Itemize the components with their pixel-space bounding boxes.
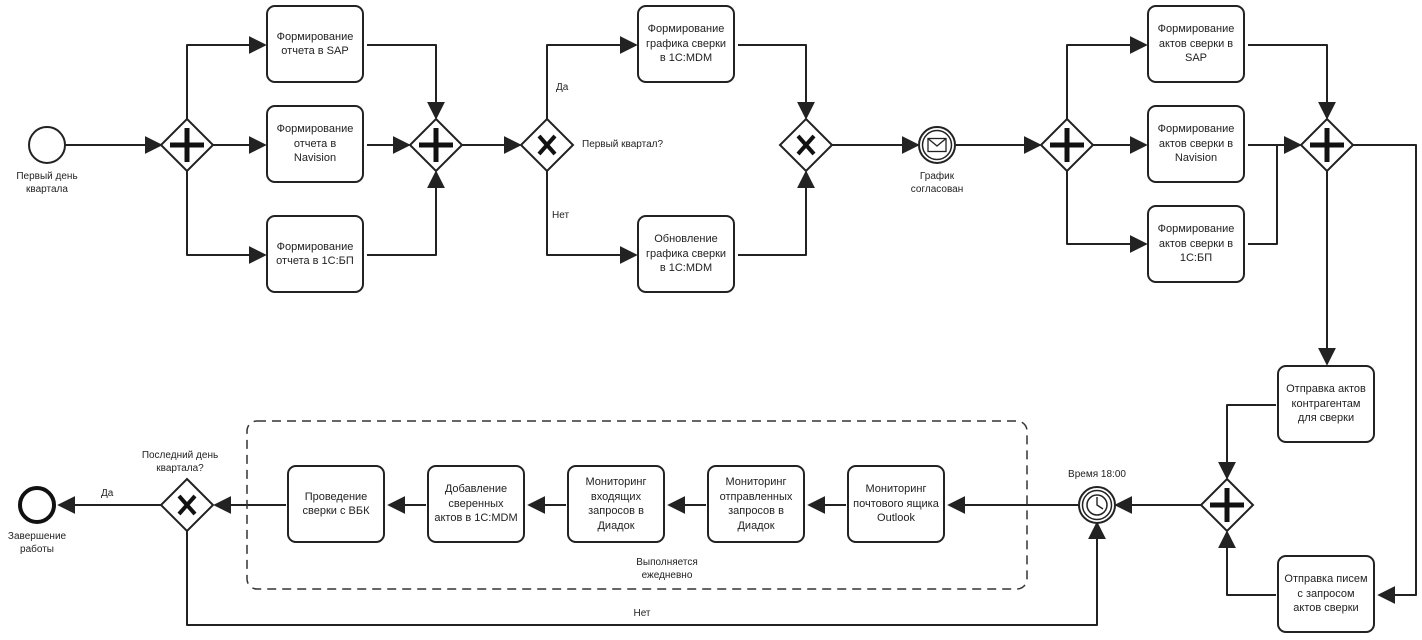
task-mdm-schedule-update[interactable]: Обновление графика сверки в 1С:MDM	[637, 215, 735, 293]
task-label: Мониторинг почтового ящика Outlook	[853, 483, 939, 525]
task-label: Формирование актов сверки в 1С:БП	[1157, 223, 1235, 265]
plus-icon	[1310, 128, 1344, 162]
timer-event-label: Время 18:00	[1068, 469, 1126, 480]
clock-icon	[1086, 494, 1108, 516]
plus-icon	[1050, 128, 1084, 162]
task-label: Формирование актов сверки в Navision	[1157, 123, 1235, 165]
task-acts-sap[interactable]: Формирование актов сверки в SAP	[1147, 5, 1245, 83]
flow-mdmform-to-merge	[738, 44, 815, 120]
flow-label-no-2: Нет	[633, 608, 651, 619]
task-label: Формирование отчета в Navision	[276, 123, 354, 165]
task-report-1c[interactable]: Формирование отчета в 1С:БП	[266, 215, 364, 293]
message-event-label: График согласован	[910, 171, 964, 195]
flow-acts-sap-to-join2	[1248, 44, 1336, 120]
task-send-acts[interactable]: Отправка актов контрагентам для сверки	[1277, 365, 1375, 443]
flow-split2-to-acts-sap	[1066, 36, 1148, 119]
flow-xor-yes	[546, 36, 638, 119]
flow-xor2-no	[186, 521, 1106, 626]
task-monitor-diadoc-incoming[interactable]: Мониторинг входящих запросов в Диадок	[567, 465, 665, 543]
flow-1c-to-join	[367, 170, 445, 256]
task-reconcile-vbk[interactable]: Проведение сверки с ВБК	[287, 465, 385, 543]
flow-sap-to-join	[367, 44, 445, 120]
task-label: Формирование актов сверки в SAP	[1157, 23, 1235, 65]
exclusive-gateway-last-day[interactable]	[159, 477, 215, 533]
task-label: Формирование отчета в SAP	[276, 30, 354, 58]
exclusive-merge-gateway[interactable]	[778, 117, 834, 173]
x-icon	[537, 134, 557, 156]
flow-acts-1c-to-join2	[1248, 136, 1302, 245]
message-event[interactable]	[918, 126, 956, 164]
timer-event[interactable]	[1078, 486, 1116, 524]
flow-send-letters-to-join3	[1218, 530, 1276, 596]
parallel-join-gateway-3[interactable]	[1199, 477, 1255, 533]
flow-mdmupd-to-merge	[738, 170, 815, 256]
task-acts-navision[interactable]: Формирование актов сверки в Navision	[1147, 105, 1245, 183]
task-label: Отправка актов контрагентам для сверки	[1286, 383, 1366, 425]
parallel-join-gateway-2[interactable]	[1299, 117, 1355, 173]
task-acts-1c[interactable]: Формирование актов сверки в 1С:БП	[1147, 205, 1245, 283]
task-monitor-outlook[interactable]: Мониторинг почтового ящика Outlook	[847, 465, 945, 543]
flow-label-no-1: Нет	[552, 210, 570, 221]
envelope-icon	[927, 137, 947, 153]
task-send-letters[interactable]: Отправка писем с запросом актов сверки	[1277, 555, 1375, 633]
subprocess-label: Выполняется ежедневно	[636, 557, 698, 581]
flow-split2-to-acts-1c	[1066, 171, 1148, 253]
plus-icon	[1210, 488, 1244, 522]
task-label: Мониторинг отправленных запросов в Диадо…	[719, 476, 793, 532]
exclusive-gateway-q1[interactable]	[519, 117, 575, 173]
task-add-acts-mdm[interactable]: Добавление сверенных актов в 1С:MDM	[427, 465, 525, 543]
task-label: Мониторинг входящих запросов в Диадок	[585, 476, 647, 532]
start-event[interactable]	[28, 126, 66, 164]
flow-split-to-sap	[186, 36, 267, 119]
flow-xor-no	[546, 171, 638, 264]
task-label: Отправка писем с запросом актов сверки	[1284, 573, 1368, 615]
task-label: Обновление графика сверки в 1С:MDM	[645, 233, 727, 275]
task-monitor-diadoc-outgoing[interactable]: Мониторинг отправленных запросов в Диадо…	[707, 465, 805, 543]
start-event-label: Первый день квартала	[16, 171, 78, 195]
flow-label-yes-2: Да	[101, 488, 114, 499]
flow-label-yes-1: Да	[556, 82, 569, 93]
end-event[interactable]	[18, 486, 56, 524]
x-icon	[796, 134, 816, 156]
task-label: Проведение сверки с ВБК	[302, 490, 370, 518]
parallel-split-gateway[interactable]	[159, 117, 215, 173]
flow-split-to-1c	[186, 171, 267, 264]
end-event-label: Завершение работы	[7, 531, 67, 555]
daily-subprocess-frame	[246, 420, 1028, 590]
flow-send-acts-to-join3	[1218, 404, 1276, 480]
task-report-sap[interactable]: Формирование отчета в SAP	[266, 5, 364, 83]
gateway-q1-label: Первый квартал?	[582, 139, 664, 150]
parallel-join-gateway[interactable]	[408, 117, 464, 173]
task-label: Формирование отчета в 1С:БП	[276, 240, 354, 268]
plus-icon	[419, 128, 453, 162]
parallel-split-gateway-2[interactable]	[1039, 117, 1095, 173]
gateway-last-day-label: Последний день квартала?	[141, 450, 219, 474]
task-label: Формирование графика сверки в 1С:MDM	[645, 23, 727, 65]
task-label: Добавление сверенных актов в 1С:MDM	[434, 483, 518, 525]
task-mdm-schedule-form[interactable]: Формирование графика сверки в 1С:MDM	[637, 5, 735, 83]
plus-icon	[170, 128, 204, 162]
flow-join2-to-send-letters	[1353, 144, 1417, 604]
x-icon	[177, 494, 197, 516]
task-report-navision[interactable]: Формирование отчета в Navision	[266, 105, 364, 183]
